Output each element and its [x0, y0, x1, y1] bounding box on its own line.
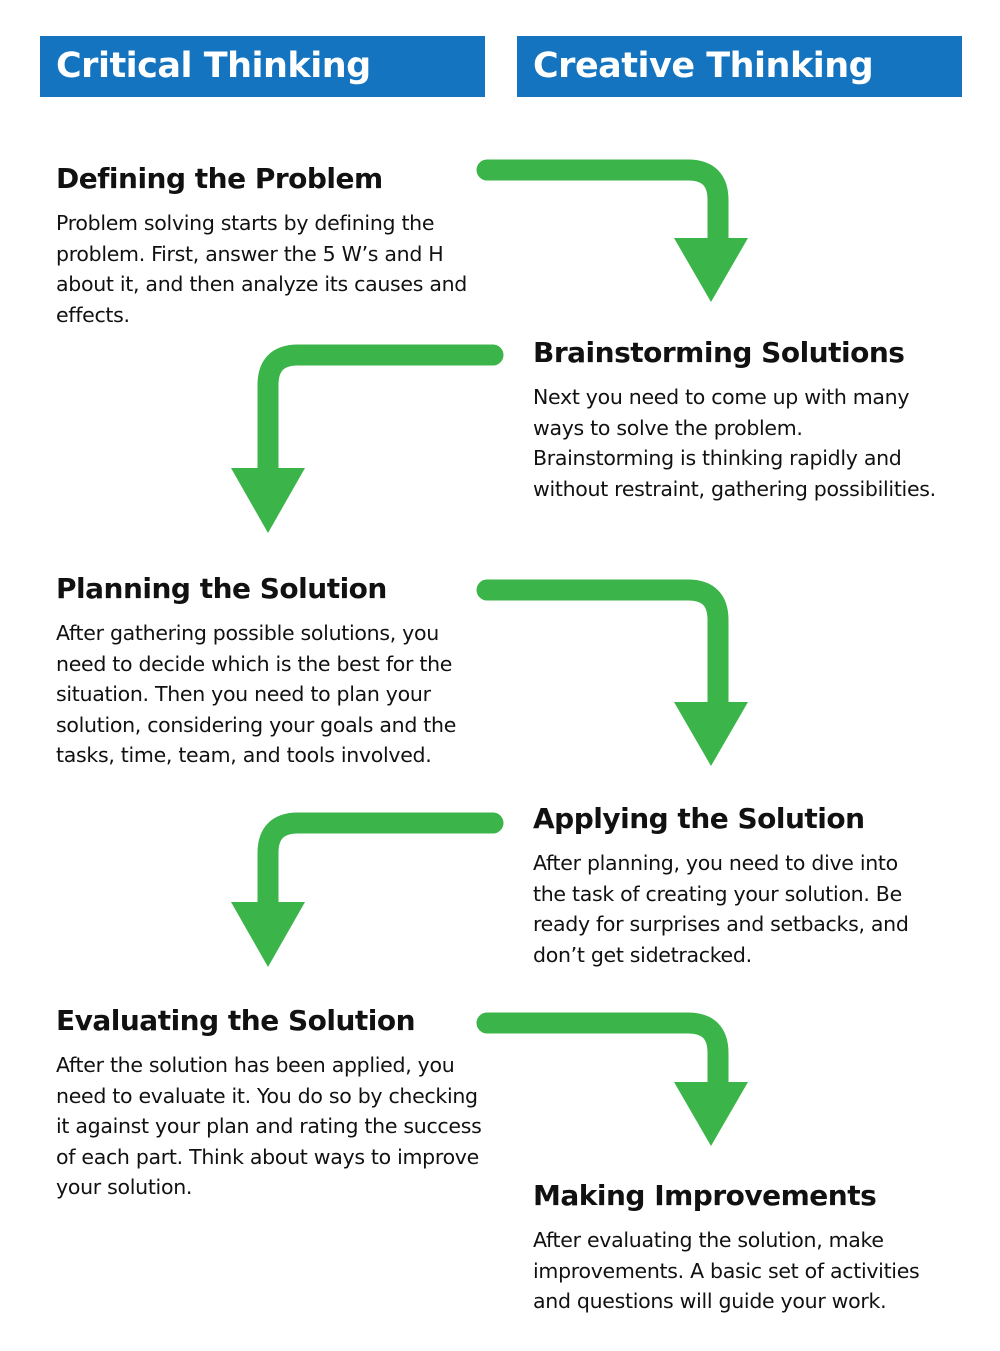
step-description: After the solution has been applied, you… — [56, 1053, 482, 1200]
step-planning-the-solution: Planning the Solution After gathering po… — [56, 572, 496, 771]
arrow-icon — [476, 1012, 748, 1146]
step-description: Next you need to come up with many ways … — [533, 385, 936, 501]
step-description: After evaluating the solution, make impr… — [533, 1228, 920, 1314]
step-making-improvements: Making Improvements After evaluating the… — [533, 1179, 953, 1317]
step-title: Planning the Solution — [56, 572, 387, 605]
creative-thinking-header: Creative Thinking — [517, 36, 962, 97]
step-brainstorming-solutions: Brainstorming Solutions Next you need to… — [533, 336, 953, 504]
arrow-icon — [476, 159, 748, 302]
step-title: Evaluating the Solution — [56, 1004, 416, 1037]
step-defining-the-problem: Defining the Problem Problem solving sta… — [56, 162, 496, 330]
step-description: Problem solving starts by defining the p… — [56, 211, 468, 327]
critical-thinking-header: Critical Thinking — [40, 36, 485, 97]
step-title: Making Improvements — [533, 1179, 877, 1212]
step-title: Applying the Solution — [533, 802, 865, 835]
step-evaluating-the-solution: Evaluating the Solution After the soluti… — [56, 1004, 496, 1203]
arrow-icon — [231, 344, 504, 533]
step-description: After gathering possible solutions, you … — [56, 621, 457, 768]
step-title: Brainstorming Solutions — [533, 336, 905, 369]
step-applying-the-solution: Applying the Solution After planning, yo… — [533, 802, 953, 970]
arrow-icon — [476, 579, 748, 766]
step-description: After planning, you need to dive into th… — [533, 851, 909, 967]
step-title: Defining the Problem — [56, 162, 383, 195]
arrow-icon — [231, 812, 504, 967]
